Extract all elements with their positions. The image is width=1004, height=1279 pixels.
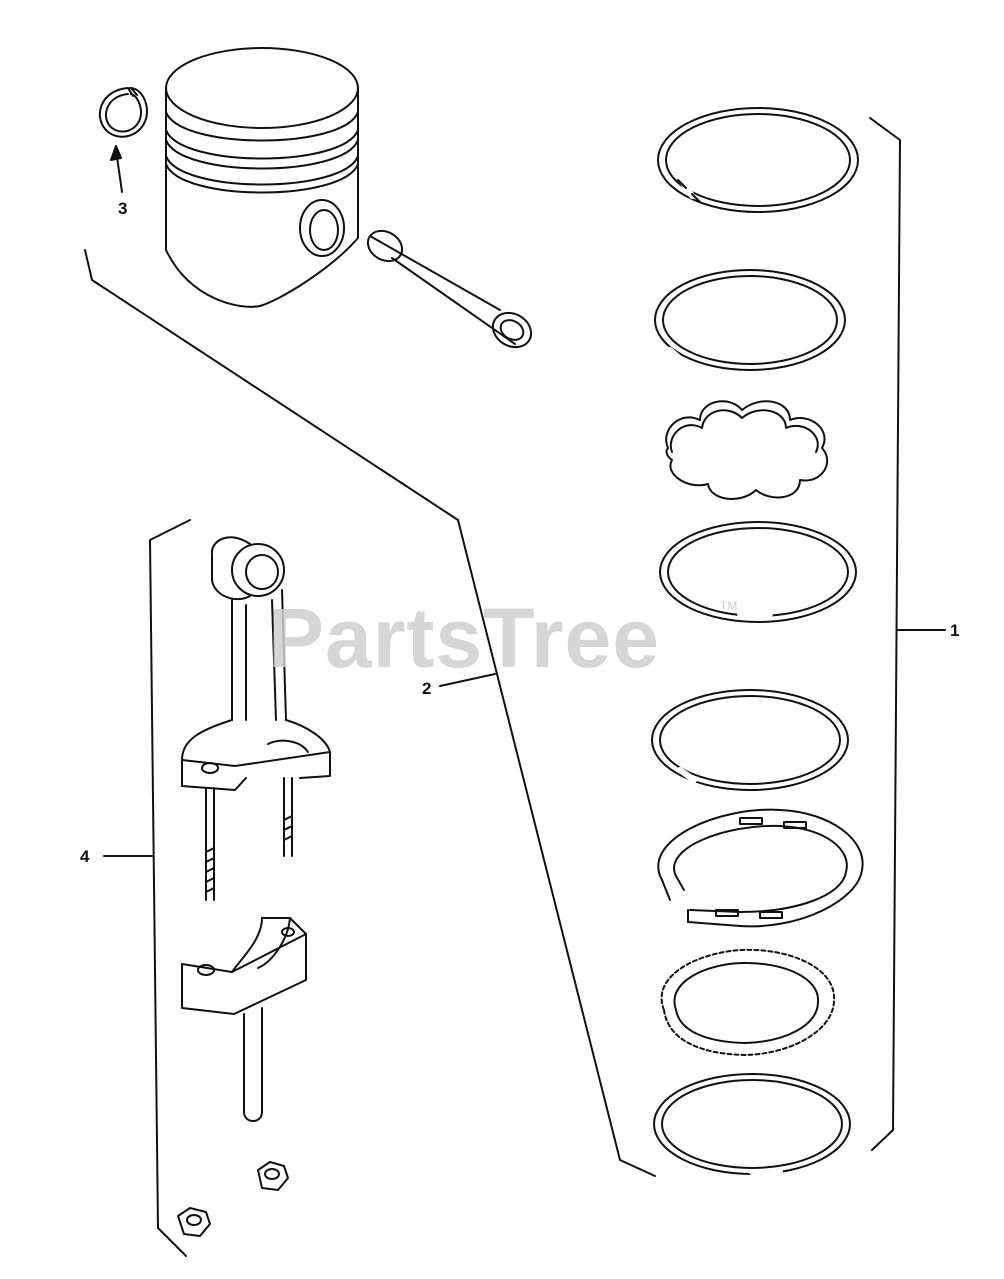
callout-part-2: 2 — [422, 679, 432, 698]
rod-nut-lower — [178, 1208, 210, 1236]
ring-expander-upper — [666, 401, 827, 499]
piston-ring-4 — [660, 522, 856, 622]
bracket-part-1 — [870, 118, 900, 1150]
leader-line-2 — [440, 674, 495, 686]
ring-expander-lower — [662, 950, 834, 1055]
watermark-trademark: TM — [720, 599, 738, 613]
piston-pin-part — [362, 225, 537, 354]
ring-oil-rail — [658, 810, 862, 927]
piston-ring-1 — [658, 108, 858, 212]
piston-part — [166, 48, 358, 307]
bracket-part-2 — [85, 250, 655, 1176]
watermark-text: PartsTree — [268, 591, 660, 685]
rod-cap-part — [182, 918, 306, 1121]
connecting-rod-part — [182, 537, 330, 900]
piston-ring-5 — [652, 690, 848, 790]
callout-part-3: 3 — [118, 199, 128, 218]
piston-ring-2 — [655, 270, 845, 370]
callout-part-4: 4 — [80, 847, 90, 866]
callout-part-1: 1 — [950, 621, 960, 640]
bracket-part-4 — [150, 520, 190, 1256]
piston-ring-8 — [654, 1074, 850, 1174]
arrow-part-3 — [111, 146, 122, 192]
snap-ring-part — [100, 88, 147, 137]
rod-nut-upper — [258, 1162, 288, 1190]
